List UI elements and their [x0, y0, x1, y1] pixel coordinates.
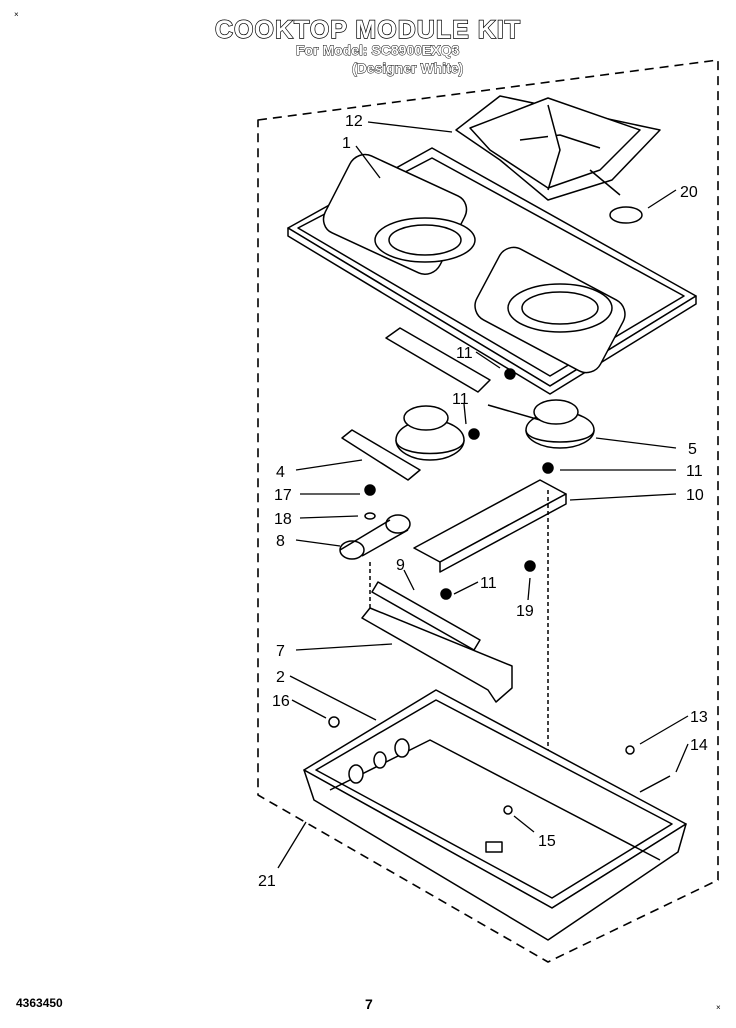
valve-assembly [361, 560, 513, 703]
clip-part [625, 745, 635, 755]
label-5: 5 [688, 441, 697, 458]
label-11-left: 11 [452, 391, 469, 408]
label-15: 15 [538, 833, 556, 850]
burner-tube-upper [385, 327, 491, 393]
part-labels: 12 1 20 11 11 5 4 11 17 10 18 8 9 11 19 … [258, 113, 708, 890]
screw-17 [364, 484, 376, 496]
tray-clip [503, 805, 513, 815]
label-16: 16 [272, 693, 290, 710]
screw-11-left [468, 428, 480, 440]
label-9: 9 [396, 557, 405, 574]
cap-disc [609, 206, 643, 224]
label-20: 20 [680, 184, 698, 201]
model-line: For Model: SC8900EXQ3 [296, 42, 460, 59]
label-11-top: 11 [456, 345, 473, 362]
screw-11-valve [440, 588, 452, 600]
diagram-title: COOKTOP MODULE KIT [214, 15, 521, 44]
mounting-bracket [413, 479, 567, 780]
bottom-tray [303, 689, 687, 941]
label-1: 1 [342, 135, 351, 152]
label-4: 4 [276, 464, 285, 481]
side-screw [639, 775, 671, 793]
label-11-right: 11 [686, 463, 703, 480]
color-line: (Designer White) [352, 60, 464, 77]
leader-lines [277, 121, 689, 869]
right-burner-head [487, 399, 595, 449]
screw-11-top [504, 368, 516, 380]
label-12: 12 [345, 113, 363, 130]
label-10: 10 [686, 487, 704, 504]
label-19: 19 [516, 603, 534, 620]
label-8: 8 [276, 533, 285, 550]
corner-mark-bottom-right: × [716, 1003, 721, 1012]
label-13: 13 [690, 709, 708, 726]
label-21: 21 [258, 873, 276, 890]
orifice-tube [341, 429, 421, 481]
label-14: 14 [690, 737, 708, 754]
washer-18 [364, 512, 376, 520]
corner-mark-top-left: × [14, 10, 19, 19]
gasket [339, 514, 411, 560]
nut-part [328, 716, 340, 728]
left-burner-head [395, 405, 465, 461]
screw-11-right [542, 462, 554, 474]
page-number: 7 [365, 996, 373, 1012]
label-18: 18 [274, 511, 292, 528]
label-17: 17 [274, 487, 292, 504]
document-number: 4363450 [16, 996, 63, 1010]
screw-19 [524, 560, 536, 572]
label-11-valve: 11 [480, 575, 497, 592]
cooktop-frame [287, 147, 697, 395]
burner-grate [455, 95, 661, 201]
label-2: 2 [276, 669, 285, 686]
label-7: 7 [276, 643, 285, 660]
